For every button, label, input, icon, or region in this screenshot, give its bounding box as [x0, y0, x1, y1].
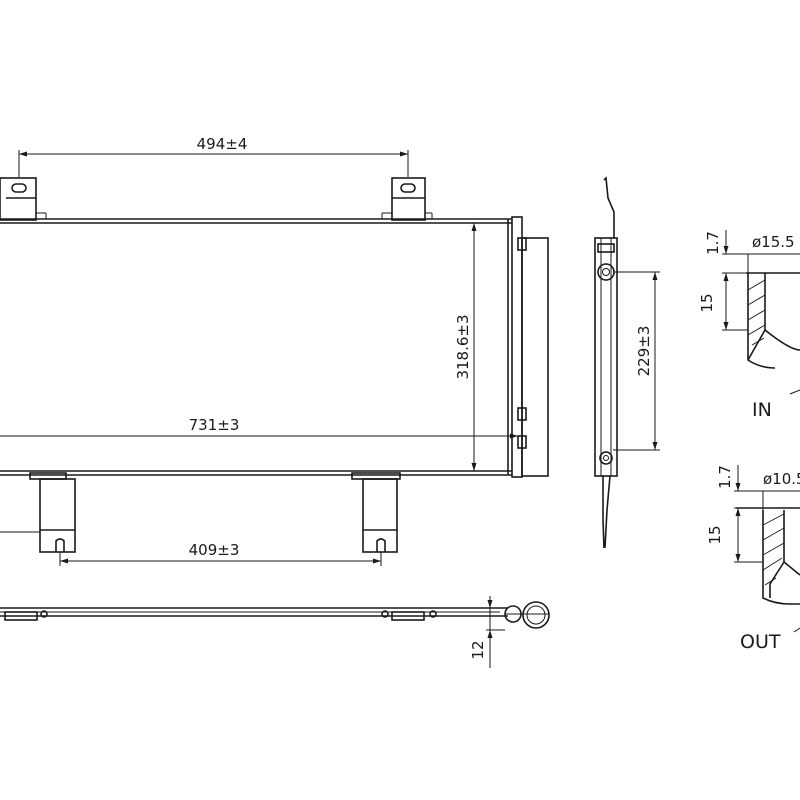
bottom-left-bracket [29, 472, 76, 553]
dim-229-label: 229±3 [635, 326, 653, 377]
in-wall-label: 1.7 [704, 231, 722, 255]
dim-318-label: 318.6±3 [454, 314, 472, 379]
in-diameter-label: ø15.5 [752, 233, 795, 251]
dim-731-label: 731±3 [189, 416, 240, 434]
dim-229: 229±3 [613, 271, 660, 451]
dim-494: 494±4 [18, 135, 409, 177]
out-diameter-label: ø10.5 [763, 470, 800, 488]
bottom-view [0, 601, 550, 629]
dim-12: 12 [469, 596, 505, 668]
dim-318: 318.6±3 [454, 223, 477, 471]
top-left-bracket [0, 177, 47, 221]
detail-in: 1.7 15 ø15.5 IN [698, 230, 800, 421]
dim-731: 731±3 [0, 416, 518, 439]
top-right-bracket [381, 177, 433, 221]
dim-494-label: 494±4 [197, 135, 248, 153]
dim-12-label: 12 [469, 640, 487, 659]
dim-409-label: 409±3 [189, 541, 240, 559]
bottom-right-bracket [351, 472, 401, 553]
out-hatch [762, 513, 785, 586]
in-hatch [747, 279, 766, 346]
out-height-label: 15 [706, 525, 724, 544]
side-view [594, 176, 618, 549]
in-label: IN [752, 399, 772, 421]
out-wall-label: 1.7 [716, 465, 734, 489]
in-height-label: 15 [698, 293, 716, 312]
detail-out: 1.7 15 ø10.5 OUT [706, 465, 800, 653]
front-view [0, 177, 549, 553]
out-label: OUT [740, 631, 781, 653]
dim-409: 409±3 [59, 541, 382, 566]
